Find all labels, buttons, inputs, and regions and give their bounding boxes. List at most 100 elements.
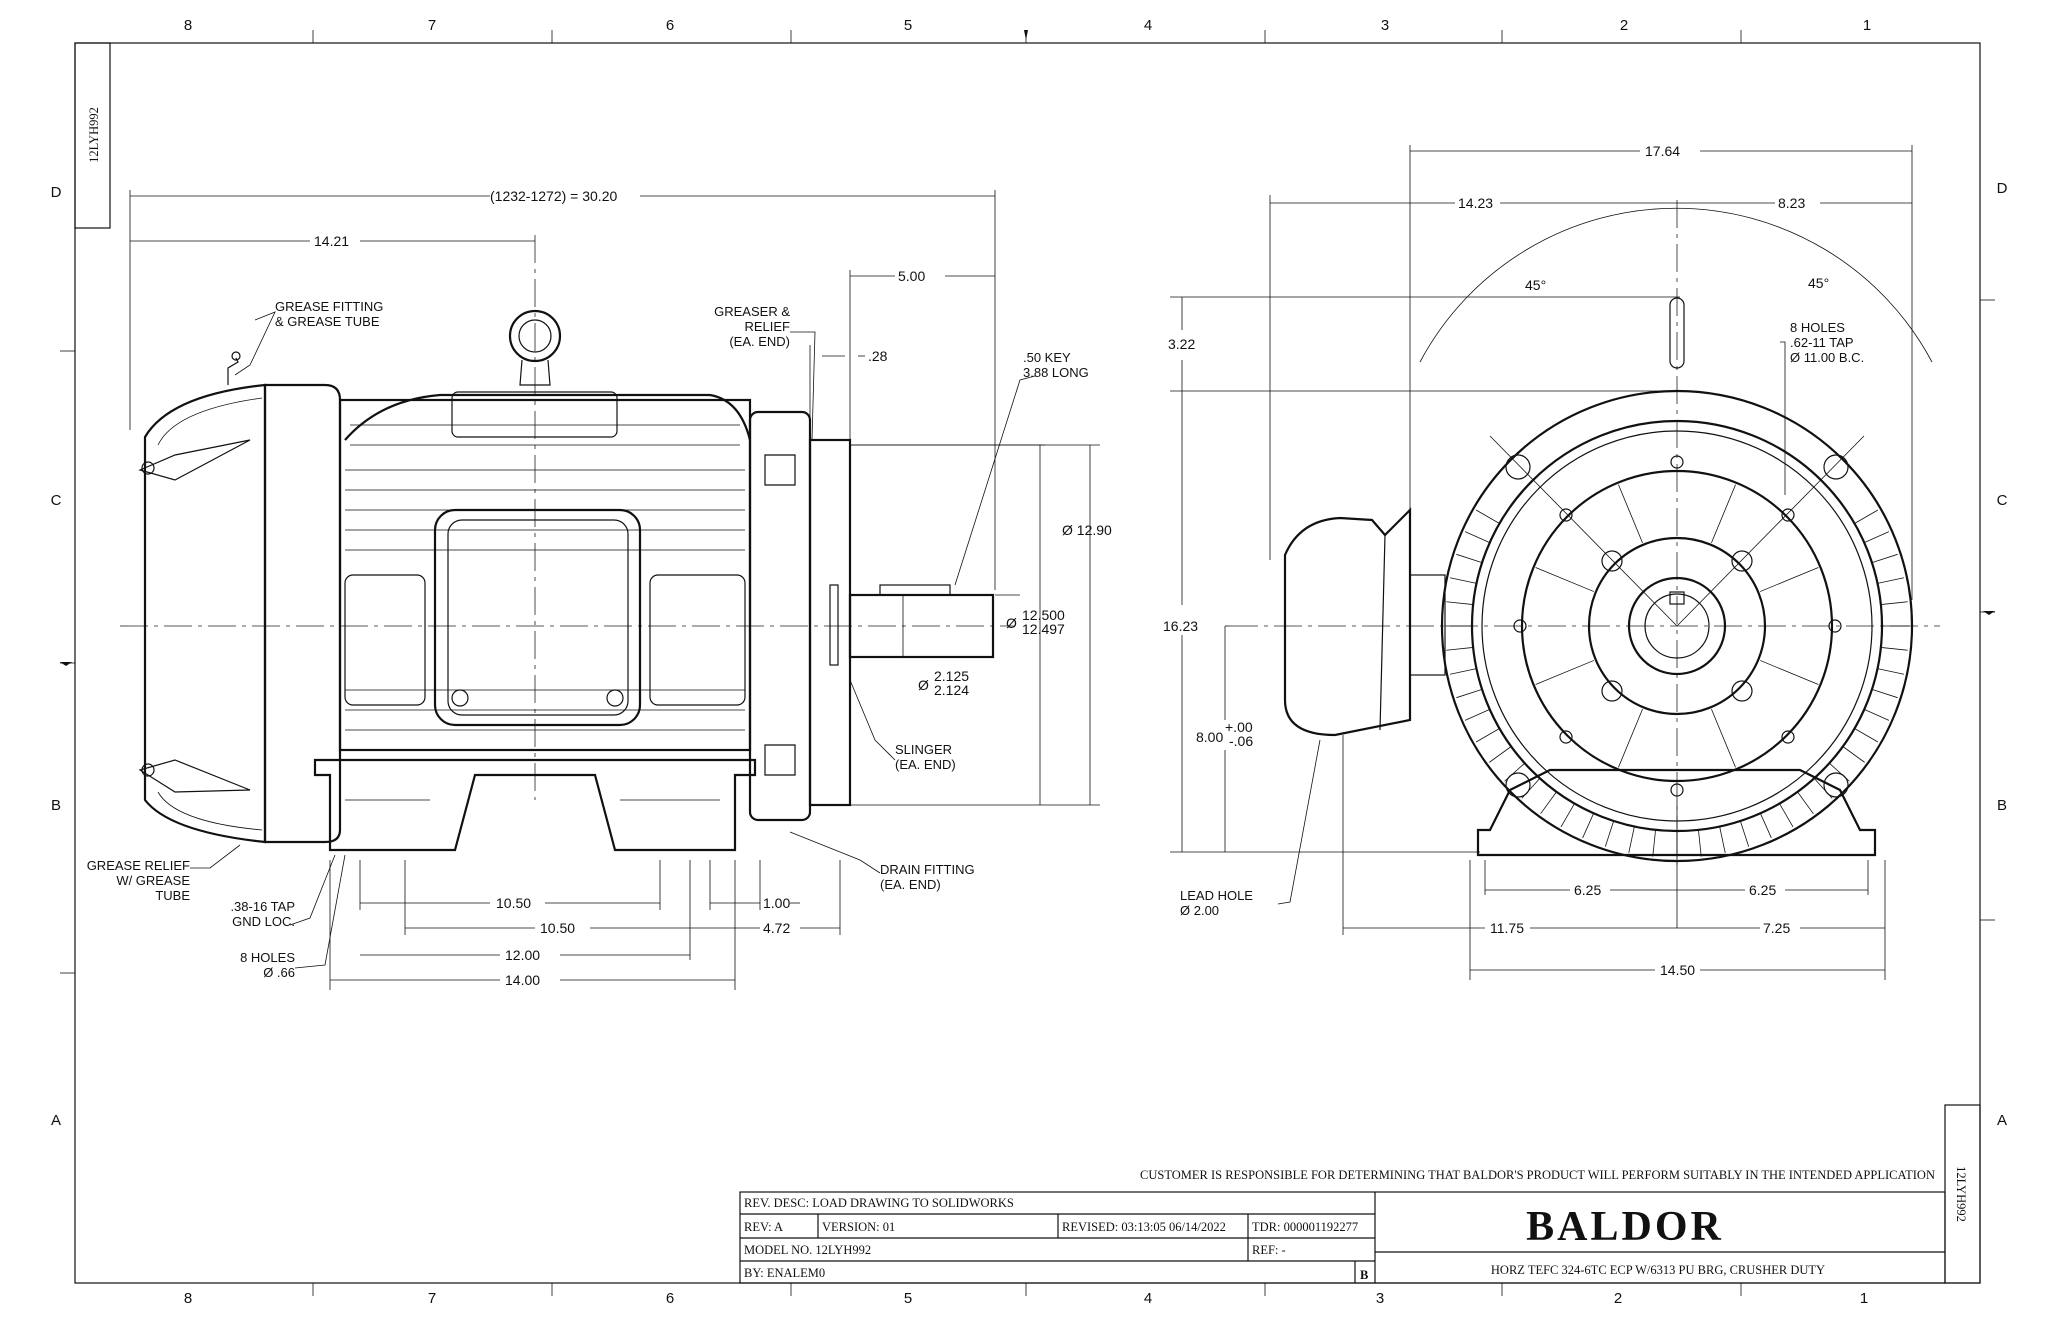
drawing-number-top: 12LYH992 xyxy=(87,107,101,163)
zone-label-top-3: 3 xyxy=(1381,17,1389,34)
conduit-box xyxy=(433,508,642,727)
cooling-fin xyxy=(1864,709,1890,721)
sheet-border xyxy=(74,42,1981,1284)
zone-label-top-6: 6 xyxy=(666,17,674,34)
zone-label-top-7: 7 xyxy=(428,17,436,34)
rev: REV: A xyxy=(744,1220,783,1234)
zone-label-top-4: 4 xyxy=(1144,17,1152,34)
note-slinger: SLINGER (EA. END) xyxy=(895,742,956,772)
zone-label-bottom-5: 5 xyxy=(904,1290,912,1307)
zone-label-bottom-7: 7 xyxy=(428,1290,436,1307)
zone-label-bottom-6: 6 xyxy=(666,1290,674,1307)
dim-16-23: 16.23 xyxy=(1163,618,1198,634)
zone-label-right-c: C xyxy=(1997,492,2008,509)
center-arrow-left xyxy=(60,662,72,666)
zone-label-bottom-4: 4 xyxy=(1144,1290,1152,1307)
cooling-fin xyxy=(1842,746,1865,763)
end-view-feet xyxy=(1476,768,1877,857)
flange-rib xyxy=(1535,567,1595,592)
dim-10-50-b: 10.50 xyxy=(540,920,575,936)
end-bracket xyxy=(748,410,812,822)
dim-2-124: 2.124 xyxy=(934,682,969,698)
cooling-fin xyxy=(1652,829,1656,857)
note-flange-holes: 8 HOLES .62-11 TAP Ø 11.00 B.C. xyxy=(1790,320,1865,365)
zone-label-left-a: A xyxy=(51,1112,61,1129)
rev-desc: REV. DESC: LOAD DRAWING TO SOLIDWORKS xyxy=(744,1196,1014,1210)
cooling-fin xyxy=(1797,791,1814,814)
zone-label-left-c: C xyxy=(51,492,62,509)
cooling-fin xyxy=(1864,531,1890,543)
cooling-fin xyxy=(1854,728,1879,743)
dim-14-50: 14.50 xyxy=(1660,962,1695,978)
dim-2-125: 2.125 xyxy=(934,668,969,684)
eyebolt xyxy=(508,309,562,363)
note-key: .50 KEY 3.88 LONG xyxy=(1023,350,1089,380)
dim-6-25-b: 6.25 xyxy=(1749,882,1776,898)
by: BY: ENALEM0 xyxy=(744,1266,825,1280)
zone-label-right-b: B xyxy=(1997,797,2007,814)
note-greaser-relief: GREASER & RELIEF (EA. END) xyxy=(714,304,790,349)
tdr: TDR: 000001192277 xyxy=(1252,1220,1358,1234)
model-no: MODEL NO. 12LYH992 xyxy=(744,1243,871,1257)
drawing-number-bottom: 12LYH992 xyxy=(1954,1166,1968,1222)
center-arrow-right xyxy=(1983,611,1995,615)
cooling-fin xyxy=(1475,509,1500,524)
note-tap-gnd: .38-16 TAP GND LOC. xyxy=(230,899,295,929)
dim-dia-12-90: Ø 12.90 xyxy=(1062,522,1112,538)
cooling-fin xyxy=(1698,829,1702,857)
note-lead-hole: LEAD HOLE Ø 2.00 xyxy=(1180,888,1253,918)
cooling-fin xyxy=(1475,728,1500,743)
fan-cover xyxy=(143,383,267,844)
dim-14-23: 14.23 xyxy=(1458,195,1493,211)
cooling-fin xyxy=(1871,553,1898,564)
note-key-wrap: .50 KEY 3.88 LONG xyxy=(1023,350,1089,380)
cooling-fin xyxy=(1456,553,1483,564)
note-tap-gnd-wrap: .38-16 TAP GND LOC. xyxy=(230,899,295,929)
dim-11-75: 11.75 xyxy=(1490,920,1524,936)
cooling-fin xyxy=(1489,746,1512,763)
flange-rib xyxy=(1618,708,1643,768)
side-view xyxy=(120,235,1015,852)
cooling-fin xyxy=(1604,820,1615,847)
flange-rib xyxy=(1759,660,1819,685)
dim-overall-length: (1232-1272) = 30.20 xyxy=(490,188,617,204)
dim-dia-symbol-shaft-fit: Ø xyxy=(1006,615,1017,631)
side-view-dimension-lines xyxy=(129,190,1100,990)
cooling-fin xyxy=(1560,803,1575,828)
flange-rib xyxy=(1711,484,1736,544)
dim-8-00-tol-minus: -.06 xyxy=(1229,733,1253,749)
cooling-fin xyxy=(1464,709,1490,721)
angle-left: 45° xyxy=(1525,277,1546,293)
cooling-fin xyxy=(1880,601,1908,605)
revised: REVISED: 03:13:05 06/14/2022 xyxy=(1062,1220,1226,1234)
fan-cover-ring xyxy=(263,383,342,844)
cooling-fin xyxy=(1456,688,1483,699)
disclaimer: CUSTOMER IS RESPONSIBLE FOR DETERMINING … xyxy=(1140,1168,1935,1182)
zone-ticks xyxy=(60,30,1995,1296)
cooling-fin xyxy=(1719,826,1726,854)
dim-10-50-a: 10.50 xyxy=(496,895,531,911)
zone-label-bottom-8: 8 xyxy=(184,1290,192,1307)
cooling-fin xyxy=(1449,668,1477,675)
cooling-fin xyxy=(1877,577,1905,584)
dim-28: .28 xyxy=(868,348,888,364)
baldor-logo: BALDOR xyxy=(1526,1204,1724,1250)
dim-12-497: 12.497 xyxy=(1022,621,1065,637)
dim-3-22: 3.22 xyxy=(1168,336,1195,352)
end-view-conduit-box xyxy=(1283,507,1412,737)
cooling-fin xyxy=(1779,803,1794,828)
cooling-fin xyxy=(1628,826,1635,854)
end-view-eyebolt xyxy=(1669,297,1685,369)
zone-label-top-1: 1 xyxy=(1863,17,1871,34)
version: VERSION: 01 xyxy=(822,1220,895,1234)
angle-right: 45° xyxy=(1808,275,1829,291)
note-grease-fitting-wrap: GREASE FITTING & GREASE TUBE xyxy=(275,299,383,329)
zone-label-top-5: 5 xyxy=(904,17,912,34)
zone-label-left-d: D xyxy=(51,184,62,201)
cooling-fin xyxy=(1446,601,1474,605)
zone-label-right-d: D xyxy=(1997,180,2008,197)
note-grease-relief: GREASE RELIEF W/ GREASE TUBE xyxy=(86,858,190,903)
flange-face xyxy=(1520,469,1834,783)
note-grease-relief-wrap: GREASE RELIEF W/ GREASE TUBE xyxy=(86,858,190,903)
note-flange-holes-wrap: 8 HOLES .62-11 TAP Ø 11.00 B.C. xyxy=(1790,320,1865,365)
